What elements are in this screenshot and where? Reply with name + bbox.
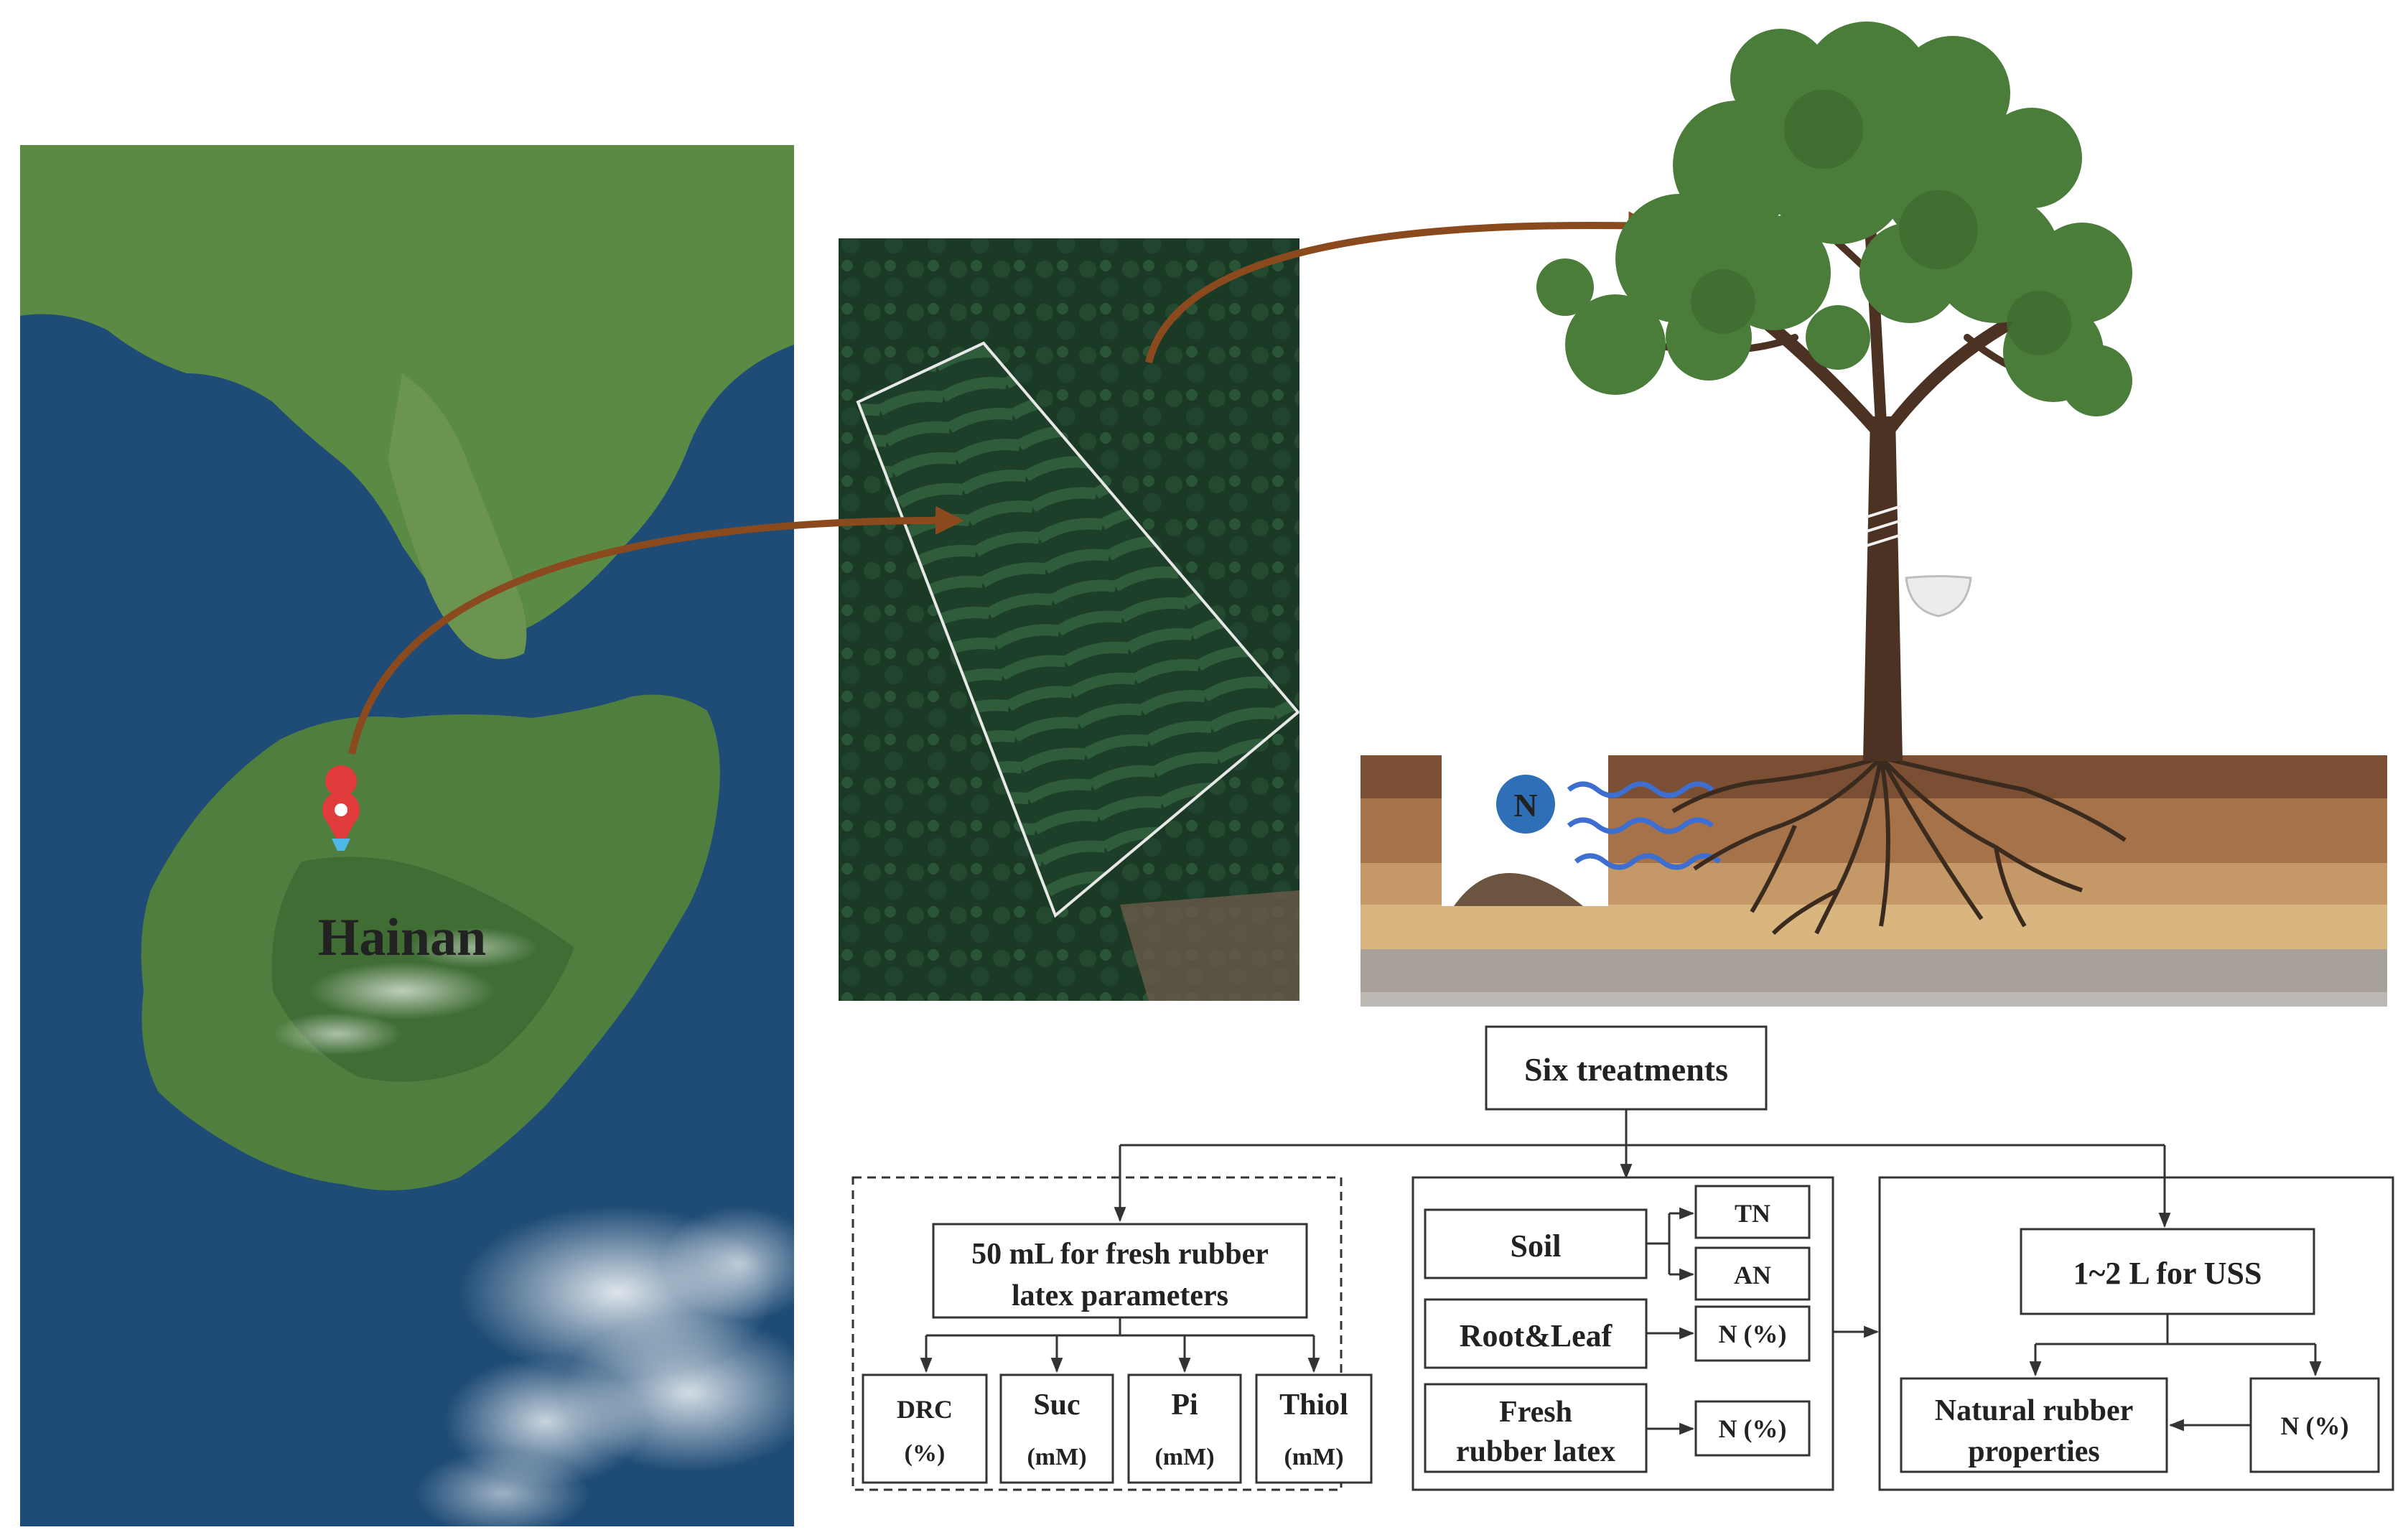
box-soil — [1424, 1208, 1648, 1279]
box-natural-rubber-properties — [1900, 1377, 2168, 1473]
box-thiol-unit: (mM) — [1284, 1444, 1343, 1470]
box-uss-label: 1~2 L for USS — [2073, 1256, 2262, 1291]
box-an — [1694, 1246, 1811, 1301]
box-fresh-rubber-latex-line2: rubber latex — [1456, 1435, 1615, 1468]
plantation-aerial — [839, 238, 1300, 1001]
flowchart: Six treatments 50 mL for fresh rubber la… — [851, 1025, 2394, 1491]
box-natural-rubber-properties-line2: properties — [1968, 1435, 2100, 1468]
box-fresh-rubber-latex-line1: Fresh — [1499, 1396, 1572, 1429]
box-thiol-label: Thiol — [1279, 1389, 1348, 1422]
panel-uss — [1878, 1176, 2394, 1491]
box-uss — [2020, 1228, 2315, 1315]
box-tn-label: TN — [1735, 1199, 1770, 1228]
rubber-tree — [1536, 22, 2132, 936]
map-region-label: Hainan — [318, 908, 486, 967]
box-pi — [1127, 1373, 1242, 1484]
box-an-label: AN — [1734, 1261, 1771, 1289]
box-suc-unit: (mM) — [1027, 1444, 1086, 1470]
plot-boundary — [856, 341, 1300, 918]
tree-canopy — [1536, 22, 2132, 416]
satellite-map: Hainan — [20, 145, 818, 1535]
latex-cup-icon — [1905, 575, 1972, 617]
nitrogen-fertilizer-icon: N — [1492, 770, 1559, 838]
box-suc-label: Suc — [1033, 1389, 1080, 1422]
box-six-treatments — [1485, 1025, 1768, 1111]
panel-latex-parameters — [851, 1176, 1343, 1491]
box-pi-label: Pi — [1171, 1389, 1198, 1422]
box-suc — [999, 1373, 1114, 1484]
box-natural-rubber-properties-line1: Natural rubber — [1935, 1394, 2134, 1427]
box-root-leaf — [1424, 1298, 1648, 1369]
tree-roots — [1671, 755, 2127, 936]
box-latex-n — [1694, 1400, 1811, 1457]
rubber-rows — [858, 343, 1298, 915]
box-uss-n-label: N (%) — [2281, 1412, 2349, 1440]
nitrogen-diffusion-waves — [1567, 781, 1722, 870]
arrow-plantation-to-tree — [1145, 211, 1657, 364]
box-root-leaf-n — [1694, 1305, 1811, 1362]
box-six-treatments-label: Six treatments — [1524, 1051, 1728, 1088]
box-fresh-rubber-latex — [1424, 1383, 1648, 1473]
nitrogen-symbol: N — [1513, 787, 1537, 824]
arrow-map-to-plantation — [348, 505, 964, 755]
tree-trunk — [1863, 416, 1903, 761]
box-root-leaf-label: Root&Leaf — [1460, 1318, 1613, 1353]
box-drc — [862, 1373, 988, 1484]
box-latex-n-label: N (%) — [1719, 1414, 1787, 1443]
box-tn — [1694, 1185, 1811, 1239]
box-soil-label: Soil — [1511, 1228, 1562, 1264]
location-pin-icon — [322, 765, 360, 851]
box-fresh-latex — [932, 1223, 1308, 1319]
box-fresh-latex-line2: latex parameters — [1012, 1279, 1228, 1312]
box-drc-label: DRC — [897, 1395, 953, 1424]
box-thiol — [1255, 1373, 1373, 1484]
panel-nitrogen-samples — [1411, 1176, 1834, 1491]
box-root-leaf-n-label: N (%) — [1719, 1320, 1787, 1348]
box-pi-unit: (mM) — [1154, 1444, 1214, 1470]
fertilizer-mound — [1454, 873, 1583, 906]
box-fresh-latex-line1: 50 mL for fresh rubber — [971, 1238, 1269, 1271]
box-drc-unit: (%) — [905, 1440, 946, 1467]
